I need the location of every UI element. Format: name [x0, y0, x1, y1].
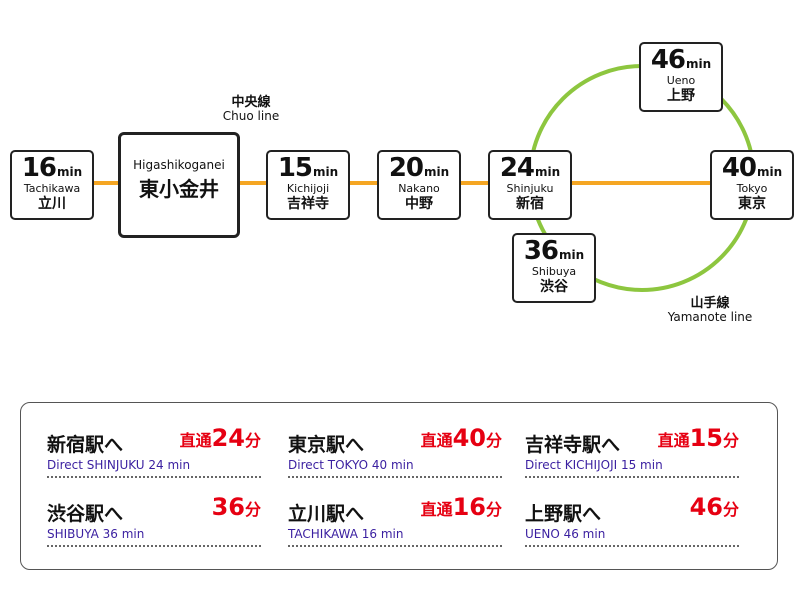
station-shinjuku: 24min Shinjuku 新宿 [488, 150, 572, 220]
summary-direct: 直通 [657, 431, 690, 450]
summary-ueno: 上野駅へ 46分 UENO 46 min [525, 495, 739, 547]
summary-english: Direct SHINJUKU 24 min [47, 458, 191, 472]
summary-unit: 分 [244, 500, 261, 519]
summary-title: 吉祥寺駅へ [525, 434, 621, 456]
summary-unit: 分 [722, 431, 739, 450]
summary-english: UENO 46 min [525, 527, 606, 541]
travel-time-summary: 新宿駅へ 直通24分 Direct SHINJUKU 24 min 東京駅へ 直… [20, 402, 778, 570]
summary-title: 渋谷駅へ [47, 503, 124, 525]
summary-time: 46分 [690, 495, 739, 519]
station-name-jp: 吉祥寺 [287, 196, 329, 212]
summary-minutes: 36 [211, 493, 245, 521]
station-name-en: Shinjuku [506, 182, 554, 195]
summary-tachikawa: 立川駅へ 直通16分 TACHIKAWA 16 min [288, 495, 502, 547]
station-origin-higashikoganei: Higashikoganei 東小金井 [118, 132, 240, 238]
summary-title: 東京駅へ [288, 434, 365, 456]
summary-english: TACHIKAWA 16 min [288, 527, 404, 541]
summary-minutes: 46 [689, 493, 723, 521]
station-name-en: Kichijoji [286, 182, 330, 195]
origin-name-en: Higashikoganei [133, 158, 225, 172]
station-minutes-unit: min [57, 165, 83, 179]
station-name-jp: 東京 [738, 196, 766, 212]
station-name-jp: 新宿 [516, 196, 544, 212]
station-minutes-unit: min [313, 165, 339, 179]
station-name-jp: 中野 [405, 196, 433, 212]
station-tokyo: 40min Tokyo 東京 [710, 150, 794, 220]
summary-shinjuku: 新宿駅へ 直通24分 Direct SHINJUKU 24 min [47, 426, 261, 478]
summary-unit: 分 [485, 431, 502, 450]
summary-kichijoji: 吉祥寺駅へ 直通15分 Direct KICHIJOJI 15 min [525, 426, 739, 478]
summary-direct: 直通 [420, 500, 453, 519]
summary-direct: 直通 [179, 431, 212, 450]
summary-english: Direct KICHIJOJI 15 min [525, 458, 663, 472]
origin-name-jp: 東小金井 [139, 177, 219, 201]
summary-time: 36分 [212, 495, 261, 519]
yamanote-line-label: 山手線 Yamanote line [655, 297, 765, 323]
station-name-en: Ueno [666, 74, 696, 87]
station-kichijoji: 15min Kichijoji 吉祥寺 [266, 150, 350, 220]
station-minutes-unit: min [686, 57, 712, 71]
summary-title: 新宿駅へ [47, 434, 124, 456]
summary-title: 上野駅へ [525, 503, 602, 525]
summary-unit: 分 [244, 431, 261, 450]
summary-minutes: 40 [452, 424, 486, 452]
summary-minutes: 16 [452, 493, 486, 521]
summary-minutes: 24 [211, 424, 245, 452]
station-minutes-unit: min [559, 248, 585, 262]
chuo-line-label-jp: 中央線 [231, 95, 271, 110]
station-minutes: 16 [21, 153, 57, 183]
summary-time: 直通15分 [658, 426, 739, 450]
station-name-en: Tokyo [736, 182, 768, 195]
chuo-line-label-en: Chuo line [222, 108, 280, 123]
yamanote-line-label-jp: 山手線 [690, 296, 730, 311]
station-name-jp: 上野 [667, 88, 695, 104]
summary-english: Direct TOKYO 40 min [288, 458, 414, 472]
station-name-en: Nakano [398, 182, 440, 195]
station-name-jp: 立川 [38, 196, 66, 212]
summary-tokyo: 東京駅へ 直通40分 Direct TOKYO 40 min [288, 426, 502, 478]
station-name-jp: 渋谷 [540, 279, 568, 295]
station-minutes: 46 [650, 45, 686, 75]
station-minutes: 20 [388, 153, 424, 183]
summary-direct: 直通 [420, 431, 453, 450]
summary-time: 直通16分 [421, 495, 502, 519]
summary-unit: 分 [485, 500, 502, 519]
summary-minutes: 15 [689, 424, 723, 452]
summary-english: SHIBUYA 36 min [47, 527, 145, 541]
summary-time: 直通24分 [180, 426, 261, 450]
summary-time: 直通40分 [421, 426, 502, 450]
yamanote-line-label-en: Yamanote line [667, 309, 753, 324]
station-minutes-unit: min [424, 165, 450, 179]
station-minutes: 24 [499, 153, 535, 183]
summary-shibuya: 渋谷駅へ 36分 SHIBUYA 36 min [47, 495, 261, 547]
station-tachikawa: 16min Tachikawa 立川 [10, 150, 94, 220]
chuo-line-label: 中央線 Chuo line [205, 96, 297, 122]
station-minutes-unit: min [535, 165, 561, 179]
station-name-en: Shibuya [531, 265, 577, 278]
station-ueno: 46min Ueno 上野 [639, 42, 723, 112]
summary-title: 立川駅へ [288, 503, 365, 525]
station-minutes: 40 [721, 153, 757, 183]
station-minutes-unit: min [757, 165, 783, 179]
station-nakano: 20min Nakano 中野 [377, 150, 461, 220]
station-minutes: 15 [277, 153, 313, 183]
station-name-en: Tachikawa [23, 182, 81, 195]
station-minutes: 36 [523, 236, 559, 266]
station-shibuya: 36min Shibuya 渋谷 [512, 233, 596, 303]
summary-unit: 分 [722, 500, 739, 519]
